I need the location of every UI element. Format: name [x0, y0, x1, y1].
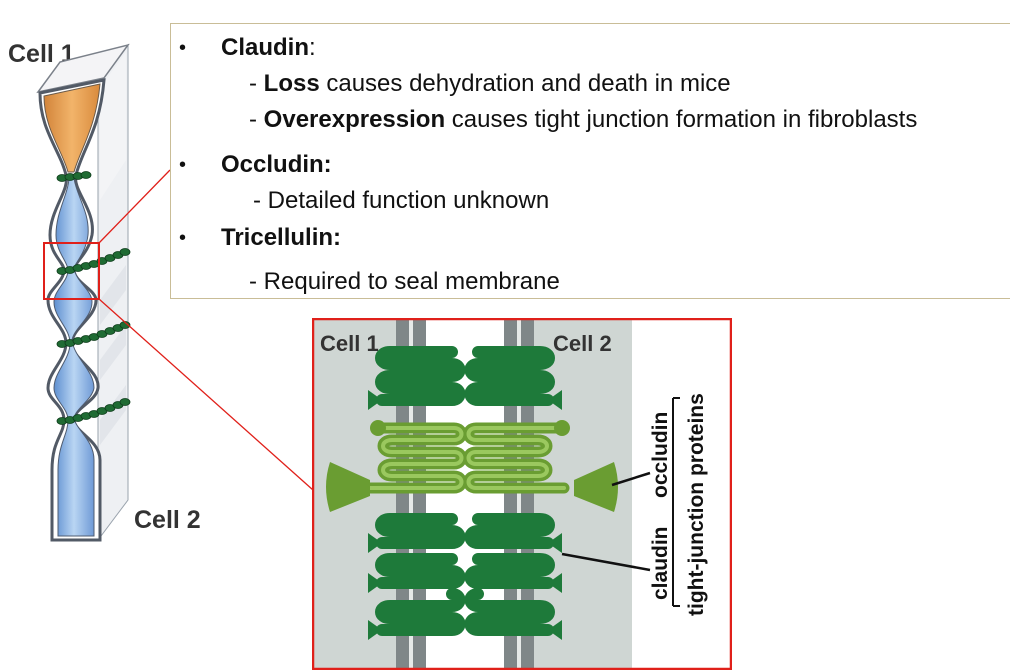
bullet-title: Tricellulin: — [221, 224, 342, 251]
claudin-left-2 — [375, 513, 466, 549]
apical-compartment — [43, 83, 101, 173]
sub-prefix: - — [249, 70, 264, 97]
claudin-left-group — [375, 346, 466, 636]
bullet-title-suffix: : — [309, 34, 316, 61]
tight-junction-inset: Cell 1 Cell 2 occludin claudin tight-jun… — [312, 318, 732, 670]
claudin-sub-2: - Overexpression causes tight junction f… — [249, 106, 917, 134]
cell2-label: Cell 2 — [134, 506, 201, 534]
inset-cell1-label: Cell 1 — [320, 331, 379, 356]
cell-top-cap — [36, 43, 130, 94]
claudin-sub-1: - Loss causes dehydration and death in m… — [249, 70, 731, 98]
sub-prefix: - — [249, 106, 264, 133]
claudin-right-4 — [464, 588, 555, 636]
tricellulin-sub-1: - Required to seal membrane — [249, 268, 560, 296]
bullet-marker: • — [179, 227, 187, 249]
claudin-right-group — [464, 346, 555, 636]
callout-line-bottom — [98, 298, 314, 491]
bullet-title: Claudin — [221, 34, 309, 61]
callout-line-top — [98, 169, 171, 244]
sub-text: - Detailed function unknown — [253, 187, 550, 214]
claudin-left-4 — [375, 588, 466, 636]
strand-1 — [56, 171, 92, 182]
intercellular-space — [53, 177, 95, 537]
claudin-right-1 — [464, 346, 555, 406]
strand-4 — [56, 398, 131, 425]
occludin-sub-1: - Detailed function unknown — [253, 187, 549, 215]
bullet-marker: • — [179, 37, 187, 59]
occludin-label: occludin — [649, 412, 672, 498]
claudin-right-3 — [464, 553, 555, 589]
group-label: tight-junction proteins — [685, 393, 708, 616]
bullet-title: Occludin: — [221, 151, 332, 178]
occludin-heads — [326, 420, 618, 512]
text-box: • Claudin: - Loss causes dehydration and… — [170, 23, 1010, 299]
occludin-pointer — [611, 471, 651, 487]
inset-cell2-label: Cell 2 — [553, 331, 612, 356]
sub-rest: causes dehydration and death in mice — [319, 70, 731, 97]
zoom-highlight-box — [43, 242, 100, 300]
inset-border — [312, 318, 732, 670]
strand-3 — [56, 321, 131, 348]
sub-rest: causes tight junction formation in fibro… — [445, 106, 918, 133]
sub-bold: Overexpression — [263, 106, 446, 133]
claudin-right-2 — [464, 513, 555, 549]
claudin-pointer — [561, 552, 651, 572]
junction-strands — [56, 171, 131, 425]
bullet-marker: • — [179, 154, 187, 176]
claudin-end-caps — [368, 390, 562, 640]
claudin-left-1 — [375, 346, 466, 406]
sub-text: - Required to seal membrane — [249, 268, 560, 295]
claudin-label: claudin — [649, 526, 672, 600]
claudin-left-3 — [375, 553, 466, 589]
sub-bold: Loss — [263, 70, 320, 97]
